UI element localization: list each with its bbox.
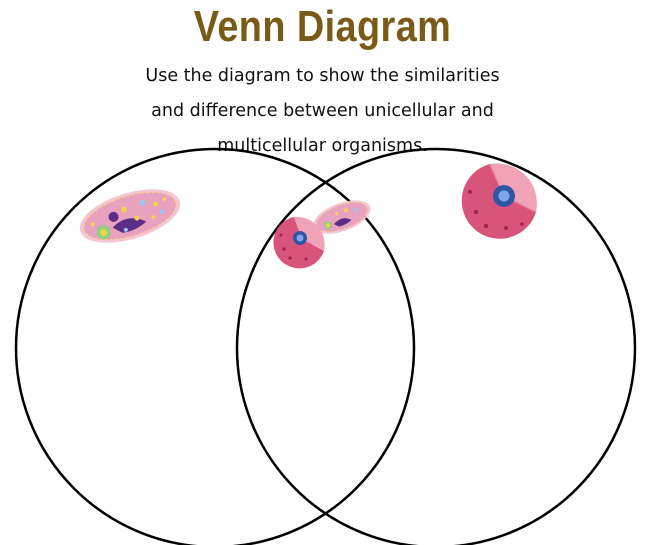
protist-cell-icon [74, 179, 187, 253]
right-circle [237, 149, 635, 545]
animal-cell-icon [462, 163, 537, 238]
